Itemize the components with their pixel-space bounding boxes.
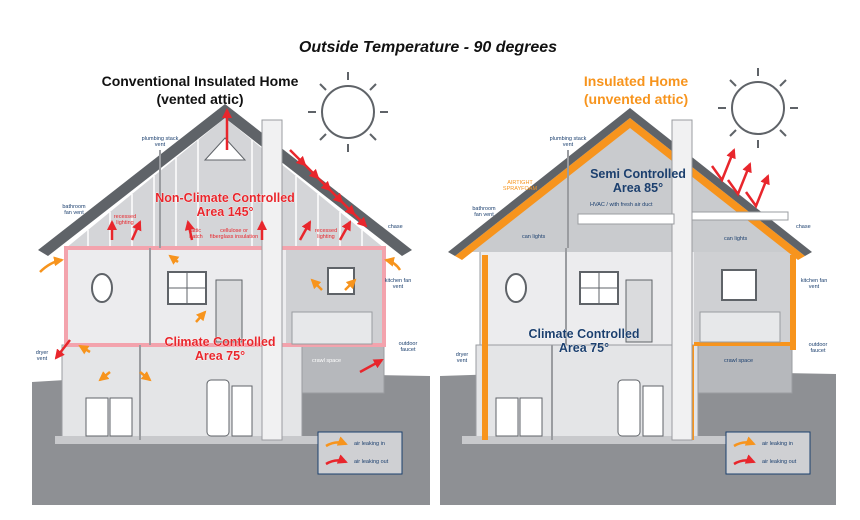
right-dryer — [519, 397, 543, 437]
right-sprayfoam-left-wall — [482, 255, 488, 440]
left-legend-out: air leaking out — [354, 459, 389, 465]
right-legend-in: air leaking in — [762, 441, 793, 447]
right-chase-label: chase — [796, 224, 811, 230]
right-title-line2: (unvented attic) — [584, 91, 688, 107]
right-fresh-air-duct — [691, 211, 789, 221]
right-kitchen-cabinet — [699, 311, 781, 343]
left-legend-in: air leaking in — [354, 441, 385, 447]
left-crawl-space — [301, 344, 385, 394]
right-attic-zone-temp: Area 85° — [613, 181, 663, 195]
right-attic-zone-label: Semi Controlled — [590, 167, 686, 181]
right-water-heater — [617, 379, 641, 437]
left-washer — [85, 397, 109, 437]
left-gable-vent — [203, 137, 247, 161]
left-door — [215, 279, 243, 343]
left-attic-zone-label: Non-Climate Controlled — [155, 191, 295, 205]
right-chimney — [671, 119, 693, 441]
left-living-zone-temp: Area 75° — [195, 349, 245, 363]
right-crawl-space — [697, 344, 793, 394]
left-title-line1: Conventional Insulated Home — [102, 73, 299, 89]
left-kitchen-cabinet — [291, 311, 373, 345]
right-house: Semi Controlled Area 85° Climate Control… — [440, 108, 836, 505]
right-mirror — [505, 273, 527, 303]
right-furnace — [642, 385, 664, 437]
right-sun-icon — [718, 68, 798, 148]
left-water-heater — [206, 379, 230, 437]
left-chimney — [261, 119, 283, 441]
left-title-line2: (vented attic) — [156, 91, 243, 107]
right-sprayfoam-rim — [694, 342, 792, 346]
right-can-lights-left-label: can lights — [522, 234, 545, 240]
left-sun-icon — [308, 72, 388, 152]
right-hvac-duct — [577, 213, 675, 225]
left-furnace — [231, 385, 253, 437]
left-chase-label: chase — [388, 224, 403, 230]
right-sprayfoam-right-wall — [790, 255, 796, 350]
right-living-zone-temp: Area 75° — [559, 341, 609, 355]
left-crawl-space-label: crawl space — [312, 358, 341, 364]
left-foundation — [55, 436, 390, 444]
left-attic-zone-temp: Area 145° — [196, 205, 253, 219]
right-living-zone-label: Climate Controlled — [528, 327, 639, 341]
left-thermal-boundary — [64, 246, 386, 347]
right-crawl-space-label: crawl space — [724, 358, 753, 364]
left-living-zone-label: Climate Controlled — [164, 335, 275, 349]
right-hvac-label: HVAC / with fresh air duct — [590, 202, 653, 208]
right-air-out-arrows — [710, 148, 770, 209]
right-title-line1: Insulated Home — [584, 73, 688, 89]
left-dryer — [109, 397, 133, 437]
left-air-out-arrows — [54, 108, 384, 374]
left-house: Non-Climate Controlled Area 145° Climate… — [32, 104, 430, 505]
page-title: Outside Temperature - 90 degrees — [299, 39, 557, 56]
right-legend: air leaking in air leaking out — [725, 431, 811, 475]
right-foundation — [462, 436, 800, 444]
left-air-in-arrows — [39, 254, 402, 382]
right-can-lights-right-label: can lights — [724, 236, 747, 242]
left-legend: air leaking in air leaking out — [317, 431, 403, 475]
left-mirror — [91, 273, 113, 303]
right-door — [625, 279, 653, 343]
right-kitchen-window — [721, 269, 757, 301]
left-kitchen-window — [327, 267, 355, 295]
right-washer — [495, 397, 519, 437]
left-attic — [66, 118, 384, 248]
right-legend-out: air leaking out — [762, 459, 797, 465]
